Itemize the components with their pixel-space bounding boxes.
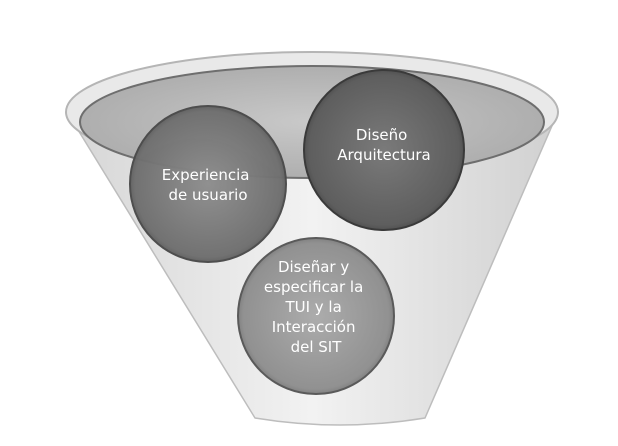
- label-experiencia: Experiencia de usuario: [162, 166, 255, 204]
- circle-experiencia: [129, 105, 287, 263]
- label-arquitectura: Diseño Arquitectura: [337, 126, 430, 164]
- label-tui: Diseñar y especificar la TUI y la Intera…: [264, 258, 368, 356]
- circle-arquitectura: [303, 69, 465, 231]
- circle-tui: [237, 237, 395, 395]
